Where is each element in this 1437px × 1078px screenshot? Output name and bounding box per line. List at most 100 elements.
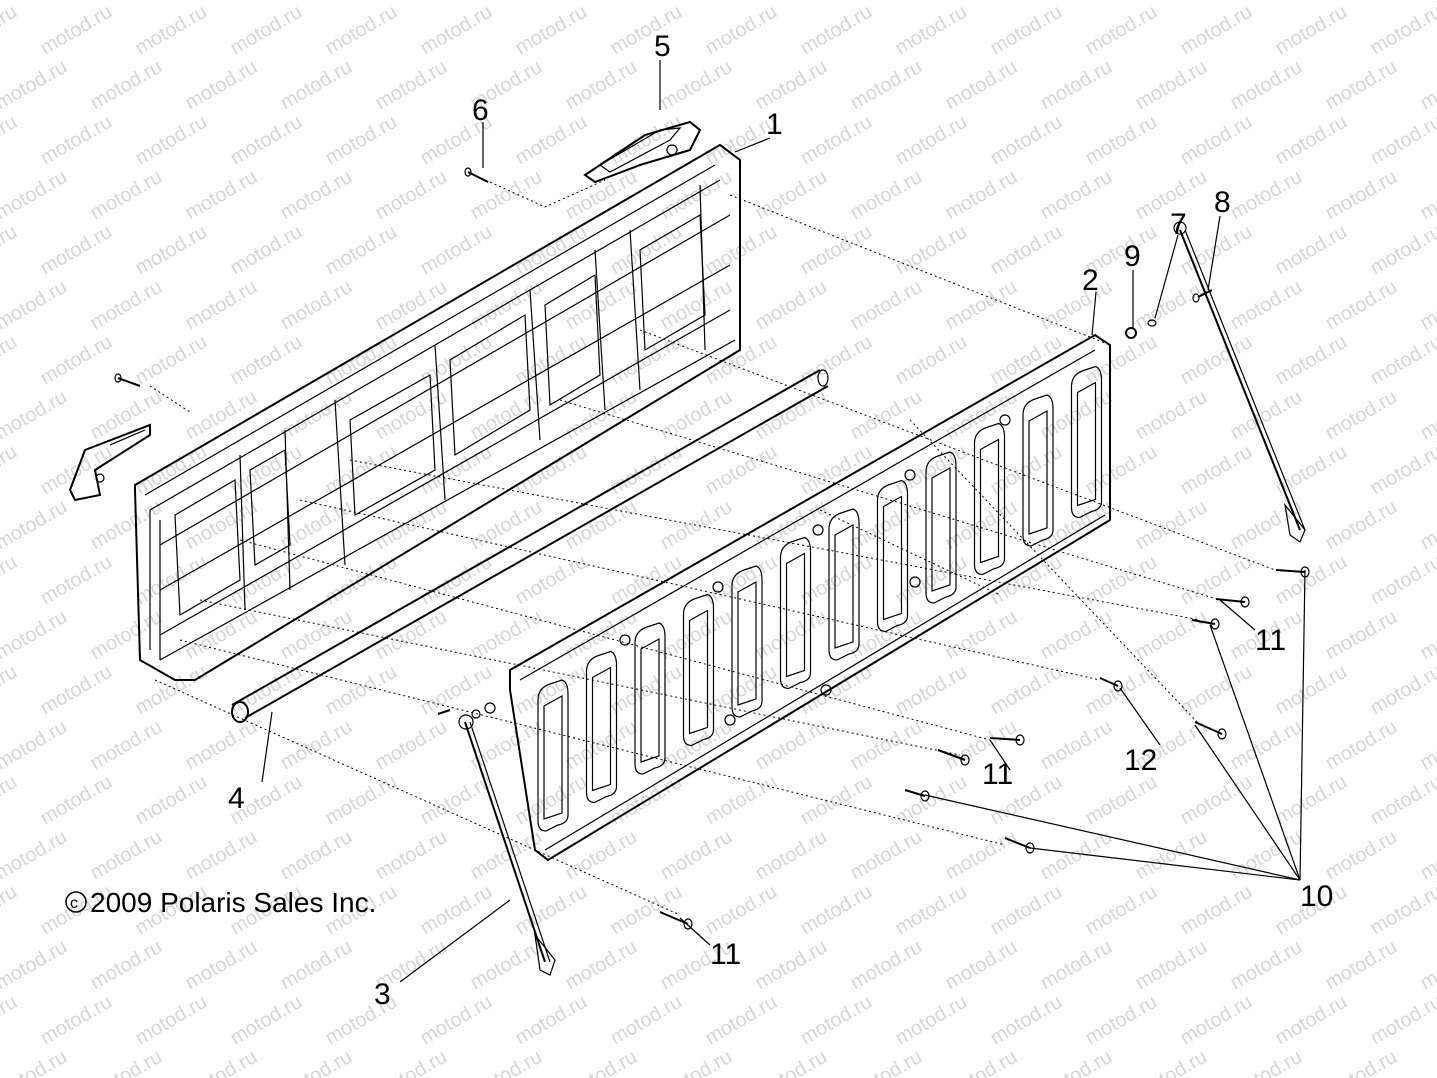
watermark-text: motod.ru (132, 331, 211, 390)
panel-slot-inner (688, 609, 709, 735)
watermark-text: motod.ru (1132, 496, 1211, 555)
watermark-text: motod.ru (87, 1046, 166, 1078)
panel-slots (537, 365, 1103, 832)
watermark-text: motod.ru (0, 551, 21, 610)
watermark-text: motod.ru (797, 441, 876, 500)
screw (1099, 677, 1119, 687)
copyright-text: 2009 Polaris Sales Inc. (90, 887, 376, 918)
watermark-text: motod.ru (467, 826, 546, 885)
watermark-text: motod.ru (1417, 166, 1437, 225)
watermark-text: motod.ru (1037, 606, 1116, 665)
screw-head (1113, 680, 1123, 692)
watermark-text: motod.ru (657, 716, 736, 775)
watermark-text: motod.ru (1272, 661, 1351, 720)
watermark-text: motod.ru (182, 166, 261, 225)
watermark-text: motod.ru (182, 56, 261, 115)
watermark-text: motod.ru (322, 331, 401, 390)
watermark-text: motod.ru (1367, 1, 1437, 60)
screw-head (1240, 596, 1250, 608)
panel-slot (731, 565, 763, 718)
callout-4: 4 (228, 782, 245, 815)
callout-11-bottom: 11 (710, 938, 741, 971)
watermark-text: motod.ru (657, 606, 736, 665)
left-latch-bracket (68, 423, 151, 502)
watermark-text: motod.ru (847, 276, 926, 335)
watermark-text: motod.ru (372, 716, 451, 775)
watermark-text: motod.ru (1227, 56, 1306, 115)
watermark-text: motod.ru (942, 276, 1021, 335)
panel-slot-inner (785, 552, 806, 678)
callout-7: 7 (1170, 208, 1187, 241)
watermark-text: motod.ru (1367, 771, 1437, 830)
watermark-text: motod.ru (1037, 276, 1116, 335)
watermark-text: motod.ru (37, 661, 116, 720)
screw (937, 749, 966, 761)
watermark-text: motod.ru (1177, 991, 1256, 1050)
watermark-text: motod.ru (37, 991, 116, 1050)
watermark-text: motod.ru (417, 551, 496, 610)
panel-slot-inner (543, 694, 563, 820)
watermark-text: motod.ru (512, 221, 591, 280)
watermark-text: motod.ru (37, 221, 116, 280)
part-2-outer-tailgate-panel (509, 333, 1111, 862)
watermark-text: motod.ru (702, 881, 781, 940)
watermark-text: motod.ru (1322, 166, 1401, 225)
leader-lines (261, 60, 1306, 983)
watermark-text: motod.ru (1227, 276, 1306, 335)
screw (989, 737, 1021, 741)
watermark-text: motod.ru (227, 331, 306, 390)
watermark-text: motod.ru (847, 936, 926, 995)
watermark-text: motod.ru (1082, 441, 1161, 500)
watermark-text: motod.ru (752, 166, 831, 225)
watermark-text: motod.ru (562, 1046, 641, 1078)
screw (904, 789, 926, 797)
watermark-text: motod.ru (1037, 496, 1116, 555)
watermark-text: motod.ru (797, 771, 876, 830)
watermark-text: motod.ru (702, 221, 781, 280)
watermark-text: motod.ru (0, 386, 71, 445)
watermark-text: motod.ru (37, 331, 116, 390)
watermark-text: motod.ru (512, 1, 591, 60)
callout-9: 9 (1124, 240, 1141, 273)
watermark-text: motod.ru (417, 881, 496, 940)
watermark-text: motod.ru (892, 551, 971, 610)
watermark-text: motod.ru (702, 771, 781, 830)
watermark-text: motod.ru (37, 441, 116, 500)
watermark-text: motod.ru (1037, 386, 1116, 445)
watermark-text: motod.ru (417, 661, 496, 720)
watermark-text: motod.ru (942, 826, 1021, 885)
panel-slot (585, 650, 618, 804)
watermark-text: motod.ru (657, 56, 736, 115)
watermark-text: motod.ru (1322, 496, 1401, 555)
watermark-text: motod.ru (372, 56, 451, 115)
watermark-text: motod.ru (562, 606, 641, 665)
watermark-text: motod.ru (512, 441, 591, 500)
watermark-text: motod.ru (467, 1046, 546, 1078)
watermark-text: motod.ru (987, 661, 1066, 720)
watermark-text: motod.ru (372, 826, 451, 885)
watermark-text: motod.ru (1367, 881, 1437, 940)
watermark-text: motod.ru (1227, 1046, 1306, 1078)
watermark-text: motod.ru (1082, 771, 1161, 830)
watermark-text: motod.ru (1177, 551, 1256, 610)
watermark-text: motod.ru (132, 551, 211, 610)
watermark-text: motod.ru (1322, 276, 1401, 335)
panel-slot-inner (931, 466, 951, 592)
watermark-text: motod.ru (37, 551, 116, 610)
watermark-text: motod.ru (1037, 1046, 1116, 1078)
callout-11-right: 11 (1255, 624, 1286, 657)
watermark-text: motod.ru (847, 166, 926, 225)
panel-hole (904, 469, 916, 481)
panel-slot-inner (640, 637, 660, 763)
screw-head (1015, 734, 1025, 746)
watermark-text: motod.ru (512, 881, 591, 940)
watermark-text: motod.ru (0, 826, 71, 885)
part-1-inner-tailgate-frame (134, 143, 741, 681)
watermark-text: motod.ru (87, 716, 166, 775)
hardware-washer-bolt-left (437, 702, 496, 719)
watermark-text: motod.ru (0, 331, 21, 390)
watermark-text: motod.ru (942, 936, 1021, 995)
watermark-text: motod.ru (277, 276, 356, 335)
watermark-text: motod.ru (1367, 441, 1437, 500)
callout-2: 2 (1082, 264, 1099, 297)
